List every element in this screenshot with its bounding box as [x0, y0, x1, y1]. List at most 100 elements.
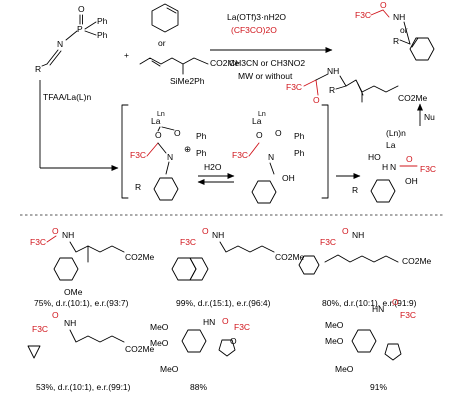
svg-text:O: O — [222, 316, 229, 326]
allylsilane-silyl: SiMe2Ph — [170, 76, 205, 86]
svg-text:F3C: F3C — [232, 150, 248, 160]
svg-text:⊕: ⊕ — [184, 144, 191, 154]
svg-text:Ph: Ph — [196, 131, 207, 141]
svg-text:MeO: MeO — [335, 364, 354, 374]
right-bracket — [321, 104, 329, 199]
svg-text:CO2Me: CO2Me — [125, 344, 155, 354]
svg-text:R: R — [393, 36, 399, 46]
svg-text:F3C: F3C — [400, 310, 416, 320]
svg-text:F3C: F3C — [130, 150, 146, 160]
condition-catalyst: La(OTf)3·nH2O — [227, 12, 286, 22]
example-6-caption: 91% — [370, 382, 387, 392]
example-2-caption: 99%, d.r.(15:1), e.r.(96:4) — [176, 298, 271, 308]
or-label-top: or — [158, 38, 166, 48]
example-1-caption: 75%, d.r.(10:1), e.r.(93:7) — [34, 298, 129, 308]
example-3: F3C O NH CO2Me 80%, d.r.(10:1), e.r.(91:… — [298, 226, 432, 308]
top-product-cyclohexenyl: F3C O NH or R — [355, 0, 435, 61]
condition-solvent: CH3CN or CH3NO2 — [229, 58, 305, 68]
intermediate-hemiaminal: La Ln O O Ph Ph F3C N OH — [232, 111, 305, 204]
svg-text:O: O — [256, 130, 263, 140]
svg-text:O: O — [406, 154, 413, 164]
svg-text:MeO: MeO — [325, 320, 344, 330]
svg-text:HN: HN — [203, 317, 215, 327]
svg-text:MeO: MeO — [150, 322, 169, 332]
example-6: MeO MeO MeO HN O F3C 91% — [325, 297, 416, 392]
intermediate-iminium: La Ln O O Ph Ph ⊕ F3C N R — [130, 111, 207, 201]
svg-text:Ln: Ln — [157, 111, 165, 118]
svg-text:MeO: MeO — [150, 338, 169, 348]
svg-text:(Ln)n: (Ln)n — [386, 128, 406, 138]
svg-text:OMe: OMe — [64, 287, 83, 297]
plus-sign: + — [124, 50, 129, 60]
svg-text:O: O — [380, 0, 387, 10]
svg-text:O: O — [155, 130, 162, 140]
imine-r: R — [35, 64, 41, 74]
nucleophile-label: Nu — [424, 112, 435, 122]
svg-text:O: O — [174, 128, 181, 138]
svg-text:N: N — [390, 162, 396, 172]
svg-text:O: O — [202, 226, 209, 236]
svg-text:Ln: Ln — [258, 111, 266, 118]
svg-text:O: O — [342, 226, 349, 236]
svg-text:H: H — [382, 162, 388, 172]
example-3-caption: 80%, d.r.(10:1), e.r.(91:9) — [322, 298, 417, 308]
condition-anhydride: (CF3CO)2O — [231, 25, 277, 35]
left-bracket — [121, 104, 129, 199]
svg-text:N: N — [268, 152, 274, 162]
svg-text:NH: NH — [352, 230, 364, 240]
svg-text:NH: NH — [212, 230, 224, 240]
imine-reactant: O P Ph Ph N R — [35, 4, 108, 74]
example-4-caption: 53%, d.r.(10:1), e.r.(99:1) — [36, 382, 131, 392]
svg-text:HO: HO — [368, 152, 381, 162]
svg-text:O: O — [392, 297, 399, 307]
svg-text:O: O — [230, 336, 237, 346]
svg-text:R: R — [329, 85, 335, 95]
svg-text:F3C: F3C — [286, 82, 302, 92]
svg-text:R: R — [352, 185, 358, 195]
example-1: F3C O NH OMe CO2Me 75%, d.r.(10:1), e.r.… — [30, 226, 155, 308]
svg-text:F3C: F3C — [320, 237, 336, 247]
top-product-linear: F3C O NH R CO2Me — [286, 66, 428, 105]
svg-text:O: O — [275, 128, 282, 138]
allylsilane-ester: CO2Me — [210, 58, 240, 68]
svg-text:F3C: F3C — [32, 324, 48, 334]
imine-n: N — [57, 39, 63, 49]
svg-text:CO2Me: CO2Me — [275, 252, 305, 262]
svg-text:F3C: F3C — [420, 164, 436, 174]
svg-text:F3C: F3C — [234, 322, 250, 332]
svg-text:F3C: F3C — [180, 237, 196, 247]
side-reagent: TFAA/La(L)n — [43, 92, 91, 102]
imine-ph2: Ph — [97, 30, 108, 40]
example-2: F3C O NH CO2Me 99%, d.r.(15:1), e.r.(96:… — [171, 226, 305, 308]
example-5: MeO MeO MeO HN O F3C O 88% — [150, 316, 250, 392]
svg-text:NH: NH — [64, 318, 76, 328]
svg-text:N: N — [167, 152, 173, 162]
svg-text:O: O — [52, 310, 59, 320]
cyclohexene-reactant — [151, 3, 179, 33]
svg-text:CO2Me: CO2Me — [398, 93, 428, 103]
svg-text:CO2Me: CO2Me — [402, 256, 432, 266]
allylsilane-reactant: CO2Me SiMe2Ph — [139, 57, 240, 86]
svg-text:OH: OH — [282, 173, 295, 183]
svg-text:Ph: Ph — [294, 148, 305, 158]
svg-text:O: O — [52, 226, 59, 236]
svg-text:CO2Me: CO2Me — [125, 252, 155, 262]
imine-p: P — [77, 24, 83, 34]
svg-text:Ph: Ph — [196, 148, 207, 158]
svg-text:NH: NH — [62, 230, 74, 240]
water-label: H2O — [204, 162, 222, 172]
svg-text:La: La — [151, 116, 161, 126]
example-5-caption: 88% — [190, 382, 207, 392]
svg-text:OH: OH — [405, 176, 418, 186]
svg-text:La: La — [386, 140, 396, 150]
condition-heating: MW or without — [238, 71, 293, 81]
example-4: F3C O NH CO2Me 53%, d.r.(10:1), e.r.(99:… — [27, 310, 155, 392]
imine-ph1: Ph — [97, 16, 108, 26]
svg-text:MeO: MeO — [325, 336, 344, 346]
svg-text:HN: HN — [372, 304, 384, 314]
svg-text:O: O — [313, 95, 320, 105]
svg-text:R: R — [135, 182, 141, 192]
svg-text:F3C: F3C — [30, 237, 46, 247]
svg-text:F3C: F3C — [355, 10, 371, 20]
